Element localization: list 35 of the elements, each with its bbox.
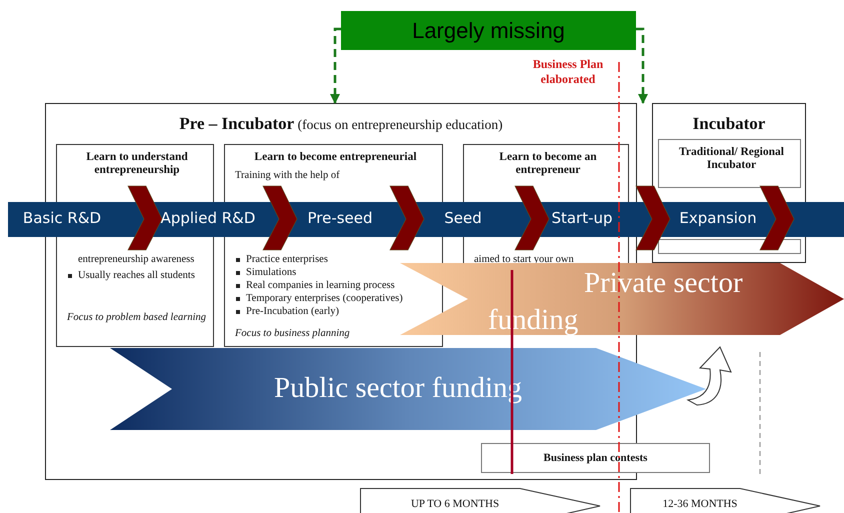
note-text: Focus to problem based learning — [67, 311, 207, 324]
duration-arrow — [630, 488, 820, 513]
note-text: Focus to business planning — [235, 327, 351, 340]
banner-text: Largely missing — [411, 18, 566, 44]
bullet-item: Pre-Incubation (early) — [235, 305, 436, 318]
body-text: entrepreneurship awareness — [77, 253, 196, 266]
stage-label: Basic R&D — [22, 209, 102, 227]
stage-label: Applied R&D — [160, 209, 256, 227]
duration-label: UP TO 6 MONTHS — [410, 498, 500, 510]
box-heading: Learn to become an entrepreneur — [498, 151, 598, 177]
panel-title: Incubator — [692, 114, 766, 134]
bullet-item: Usually reaches all students — [67, 269, 207, 282]
content-box — [658, 139, 801, 188]
dashed-arrow — [330, 28, 341, 104]
box-heading: Business plan contests — [542, 452, 648, 465]
funding-arrow — [110, 348, 706, 430]
panel-title: Pre – Incubator (focus on entrepreneurship education) — [178, 114, 504, 134]
banner-box — [341, 11, 636, 50]
duration-arrow — [360, 488, 600, 513]
bullet-item: Real companies in learning process — [235, 279, 436, 292]
stage-label: Pre-seed — [307, 209, 373, 227]
stage-label: Expansion — [679, 209, 757, 227]
box-heading: Learn to become entrepreneurial — [253, 151, 418, 164]
duration-label: 12-36 MONTHS — [662, 498, 738, 510]
dashed-arrow — [636, 28, 648, 104]
bullet-item: Practice enterprises — [235, 253, 436, 266]
bullet-item: Temporary enterprises (cooperatives) — [235, 292, 436, 305]
milestone-label: Business Plan elaborated — [532, 57, 604, 87]
box-heading: Learn to understand entrepreneurship — [85, 151, 189, 177]
box-heading: Traditional/ Regional Incubator — [678, 146, 785, 172]
content-box — [481, 443, 710, 473]
body-text: aimed to start your own — [474, 253, 575, 266]
body-text: Training with the help of — [235, 169, 341, 182]
stage-label: Seed — [444, 209, 482, 227]
stage-label: Start-up — [551, 209, 613, 227]
